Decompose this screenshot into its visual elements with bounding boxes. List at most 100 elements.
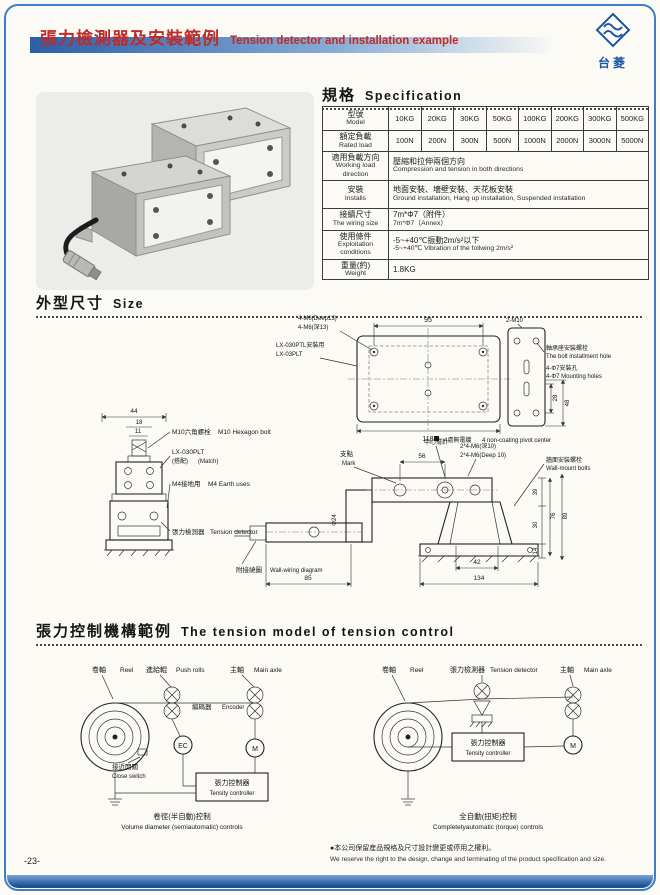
spec-cell-model-1: 20KG [420, 106, 454, 131]
spec-label-wiring: 接續尺寸 The wiring size [322, 207, 389, 231]
label-push-rolls-en: Push rolls [176, 667, 205, 674]
label-earth-zh: M4接地用 [172, 479, 201, 488]
spec-value-wiring-zh: 7m*Φ7（附件） [393, 210, 451, 220]
brand-logo: 台菱 [586, 12, 640, 71]
spec-row-rated-load: 額定負載 Rated load 100N 200N 300N 500N 1000… [322, 130, 649, 152]
label-detector-zh: 張力檢測器 [172, 527, 205, 536]
spec-label-wiring-en: The wiring size [332, 219, 379, 227]
spec-label-direction: 適用負載方向 Working load direction [322, 150, 389, 181]
right-controller-zh: 張力控制器 [471, 738, 506, 747]
spec-cell-rated-4: 1000N [518, 130, 552, 152]
spec-label-conditions: 使用條件 Exploitation conditions [322, 229, 389, 260]
label-wiring-en: Wall-wiring diagram [270, 568, 322, 574]
control-heading-en: The tension model of tension control [181, 625, 455, 639]
label-earth-en: M4 Earth uses [208, 481, 251, 488]
cable-connector [62, 250, 102, 281]
label-right-reel-zh: 卷軸 [382, 665, 396, 674]
spec-cell-model-2: 30KG [453, 106, 487, 131]
label-encoder-zh: 編碼器 [192, 702, 212, 711]
label-center-zh: 中心擺針 [424, 438, 448, 446]
footer-note-zh: ●本公司保留産品規格及尺寸設計變更或停用之權利。 [330, 845, 496, 852]
spec-cell-rated-2: 300N [453, 130, 487, 152]
product-photo [36, 92, 314, 290]
dim-95: 95 [424, 317, 432, 324]
left-controller-en: Tensity controller [209, 791, 254, 797]
label-noncoat-zh: 4處無電鍍 [444, 436, 471, 444]
page-border [4, 4, 656, 891]
label-encoder-en: Encoder [222, 705, 244, 711]
label-detector-en: Tension detector [210, 529, 259, 536]
label-match-zh: (搭配) [172, 457, 188, 465]
spec-cell-model-4: 100KG [518, 106, 552, 131]
dim-18: 18 [136, 420, 143, 426]
label-left-reel-en: Reel [120, 667, 134, 674]
label-push-rolls-zh: 進給輥 [146, 665, 167, 674]
spec-value-weight: 1.8KG [388, 258, 649, 281]
spec-cell-rated-0: 100N [388, 130, 422, 152]
brand-logo-text: 台菱 [597, 56, 628, 70]
control-heading: 張力控制機構範例 The tension model of tension co… [36, 620, 642, 646]
dim-phi24: Φ24 [332, 514, 338, 526]
page-title: 張力檢測器及安裝範例 Tension detector and installa… [40, 24, 459, 49]
footer-note: ●本公司保留産品規格及尺寸設計變更或停用之權利。 We reserve the … [330, 844, 646, 864]
ec-symbol: EC [178, 743, 188, 750]
label-mount-holes-zh: 4-Φ7安裝孔 [546, 364, 577, 372]
right-controller-en: Tensity controller [465, 751, 510, 757]
label-wiring-zh: 附接繞圖 [236, 565, 262, 574]
left-caption-en: Volume diameter (semiautomatic) controls [121, 824, 243, 831]
spec-row-model: 型號 Model 10KG 20KG 30KG 50KG 100KG 200KG… [322, 106, 649, 131]
spec-value-installs-en: Ground installation, Hang up installatio… [393, 194, 586, 202]
label-m6-deep10-en: 2*4-M6(Deep 10) [460, 453, 506, 459]
label-hexbolt-zh: M10六角螺栓 [172, 427, 211, 436]
size-heading: 外型尺寸 Size [36, 292, 642, 318]
spec-label-model-zh: 型號 [347, 109, 364, 119]
dim-118: 118 [422, 436, 433, 443]
dim-30: 30 [533, 521, 539, 528]
label-lx-model: LX-03PLT [276, 352, 303, 358]
label-right-detector-zh: 張力檢測器 [450, 665, 485, 674]
label-right-axle-zh: 主軸 [560, 665, 574, 674]
dim-48: 48 [565, 399, 571, 406]
spec-value-direction-zh: 壓縮和拉伸兩個方向 [393, 156, 465, 166]
dimension-drawing: 95 118 28 48 4-M6(Deep13) 4-M6(深13) LX-0… [101, 316, 612, 587]
spec-label-installs-zh: 安裝 [347, 185, 364, 195]
title-gradient-band [30, 37, 578, 53]
spec-row-wiring-size: 接續尺寸 The wiring size 7m*Φ7（附件） 7m*Φ7（Ann… [322, 207, 649, 231]
left-motor-symbol: M [252, 746, 258, 753]
page-title-en: Tension detector and installation exampl… [230, 35, 459, 47]
spec-cell-rated-6: 3000N [583, 130, 617, 152]
spec-heading-zh: 規格 [322, 87, 357, 104]
spec-label-conditions-zh: 使用條件 [339, 231, 372, 241]
footer-note-en: We reserve the right to the design, chan… [330, 855, 606, 863]
label-right-reel-en: Reel [410, 667, 424, 674]
spec-label-direction-en: Working load direction [335, 162, 376, 178]
label-bolt-hole-zh: 軸承座安裝螺栓 [546, 344, 588, 352]
spec-value-conditions-en: -5~+40℃ Vibration of the follwing 2m/s² [393, 245, 514, 253]
semiautomatic-diagram: 卷軸 Reel 進給輥 Push rolls 主軸 Main axle 編碼器 … [80, 665, 282, 831]
dim-11: 11 [135, 429, 142, 435]
label-mount-holes-en: 4-Φ7 Mounting holes [546, 374, 602, 380]
label-close-switch-en: Close switch [112, 774, 146, 780]
label-m6-deep10-zh: 2*4-M6(深10) [460, 442, 496, 450]
dim-44: 44 [130, 408, 138, 415]
spec-label-weight-zh: 重量(約) [340, 260, 371, 270]
label-hexbolt-en: M10 Hexagon bolt [218, 429, 271, 436]
right-caption-en: Completetyautomatic (torque) controls [433, 824, 544, 831]
right-caption-zh: 全自動(扭矩)控制 [459, 811, 517, 821]
label-left-axle-en: Main axle [254, 667, 282, 674]
spec-label-rated-en: Rated load [339, 141, 372, 149]
label-2-m10: 2-M10 [506, 318, 524, 324]
dim-14: 14 [533, 547, 539, 554]
label-right-detector-en: Tension detector [490, 667, 539, 674]
spec-row-conditions: 使用條件 Exploitation conditions -5~+40℃振動2m… [322, 229, 649, 260]
cable [63, 217, 99, 259]
spec-value-conditions: -5~+40℃振動2m/s²以下 -5~+40℃ Vibration of th… [388, 229, 649, 260]
spec-row-load-direction: 適用負載方向 Working load direction 壓縮和拉伸兩個方向 … [322, 150, 649, 181]
spec-cell-rated-3: 500N [485, 130, 519, 152]
spec-label-rated-zh: 額定負載 [339, 132, 372, 141]
spec-label-direction-zh: 適用負載方向 [331, 152, 380, 162]
spec-cell-model-0: 10KG [388, 106, 422, 131]
spec-heading-en: Specification [365, 89, 463, 103]
dim-56: 56 [418, 453, 426, 460]
